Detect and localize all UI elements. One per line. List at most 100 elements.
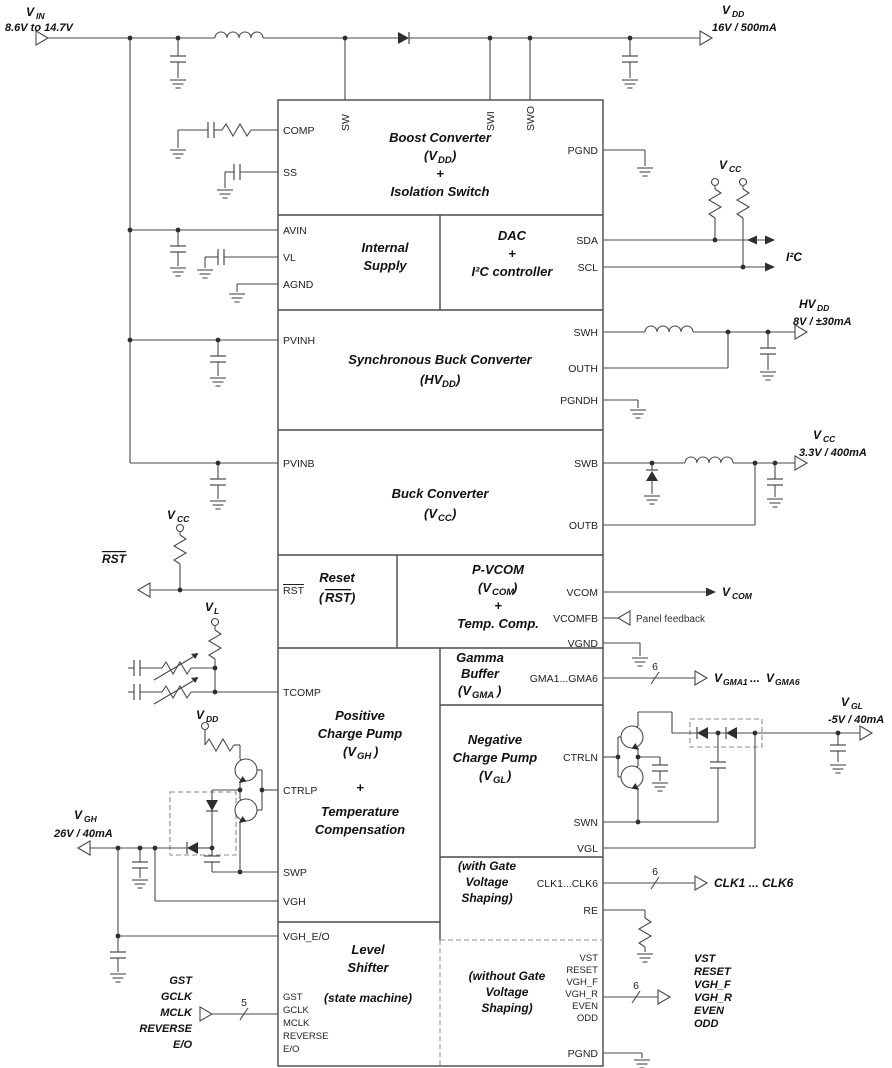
gate-in-bus-count: 5 — [241, 997, 247, 1009]
svg-text:DD: DD — [438, 155, 452, 166]
svg-text:GMA6: GMA6 — [775, 677, 800, 687]
pin-vgh-r: VGH_R — [565, 989, 598, 1000]
svg-text:GH: GH — [84, 814, 98, 824]
gate-in-reverse: REVERSE — [139, 1023, 192, 1035]
svg-text:DD: DD — [817, 303, 829, 313]
svg-text:CC: CC — [823, 434, 836, 444]
vgh-rating: 26V / 40mA — [53, 828, 113, 840]
svg-text:Temp. Comp.: Temp. Comp. — [457, 616, 539, 631]
vcc-terminal-scl — [738, 177, 748, 187]
svg-text:Temperature: Temperature — [321, 804, 399, 819]
svg-text:(V: (V — [479, 768, 493, 783]
block-sync-buck: Synchronous Buck Converter (HV DD ) — [348, 352, 532, 390]
pin-eo: E/O — [283, 1044, 299, 1055]
diode-package-dashed-boxes — [169, 718, 763, 856]
junction-dots — [115, 35, 841, 939]
block-internal-supply: Internal Supply — [362, 240, 409, 273]
svg-text:Isolation Switch: Isolation Switch — [391, 184, 490, 199]
vdd-rating: 16V / 500mA — [712, 22, 777, 34]
block-pvcom: P-VCOM (V COM ) + Temp. Comp. — [457, 562, 539, 631]
pin-ctrlp: CTRLP — [283, 785, 317, 797]
gate-in-mclk: MCLK — [160, 1007, 193, 1019]
svg-text:GL: GL — [493, 775, 506, 786]
gamma-bus-arrow — [694, 670, 708, 686]
vgl-label: V — [841, 695, 850, 709]
vcc-i2c-label: V — [719, 158, 728, 172]
svg-text:(V: (V — [424, 148, 438, 163]
block-reset: Reset ( RST ) — [319, 570, 355, 605]
vl-terminal — [210, 617, 220, 627]
svg-text:Shaping): Shaping) — [461, 891, 512, 905]
pin-pvinh: PVINH — [283, 335, 315, 347]
gate-out-vgh-f: VGH_F — [694, 979, 731, 991]
block-boost: Boost Converter (V DD ) + Isolation Swit… — [389, 130, 492, 199]
block-negative-charge-pump: Negative Charge Pump (V GL ) — [453, 732, 538, 786]
ic-outline — [277, 99, 604, 1067]
vin-range: 8.6V to 14.7V — [5, 22, 75, 34]
gate-out-vgh-r: VGH_R — [694, 992, 732, 1004]
svg-text:Internal: Internal — [362, 240, 409, 255]
svg-text:+: + — [494, 598, 502, 613]
svg-text:CC: CC — [177, 514, 190, 524]
svg-text:V: V — [766, 671, 775, 685]
svg-text:Charge Pump: Charge Pump — [453, 750, 538, 765]
svg-text:DAC: DAC — [498, 228, 527, 243]
pin-vgh-eo: VGH_E/O — [283, 931, 330, 943]
gate-out-odd: ODD — [694, 1018, 719, 1030]
gamma-bus-count: 6 — [652, 661, 658, 673]
neg-pump-transistor-2 — [620, 765, 644, 789]
pin-rst: RST — [283, 585, 305, 597]
neg-pump-diode1-icon — [696, 726, 709, 740]
svg-text:Synchronous Buck Converter: Synchronous Buck Converter — [348, 352, 532, 367]
gate-out-bus-count: 6 — [633, 980, 639, 992]
arrows — [35, 30, 873, 1022]
svg-text:DD: DD — [442, 379, 456, 390]
pin-swp: SWP — [283, 867, 307, 879]
block-dac-i2c: DAC + I²C controller — [472, 228, 554, 279]
vcc-rst-label: V — [167, 508, 176, 522]
sda-arrow-left — [747, 235, 757, 245]
svg-text:(state machine): (state machine) — [324, 991, 412, 1005]
pin-comp: COMP — [283, 125, 315, 137]
gate-out-bus-arrow — [657, 989, 671, 1005]
pin-reset: RESET — [566, 965, 598, 976]
boost-diode-icon — [397, 31, 410, 45]
re-resistor — [638, 917, 652, 948]
svg-text:Compensation: Compensation — [315, 822, 405, 837]
svg-text:Buck Converter: Buck Converter — [392, 486, 490, 501]
i2c-label: I²C — [786, 250, 802, 264]
svg-text:Charge Pump: Charge Pump — [318, 726, 403, 741]
clk-bus-count: 6 — [652, 866, 658, 878]
thermistor-arrow-1 — [191, 653, 198, 659]
pin-even: EVEN — [572, 1001, 598, 1012]
svg-text:): ) — [372, 744, 378, 759]
hvdd-inductor — [644, 325, 694, 333]
svg-text:(without Gate: (without Gate — [469, 969, 546, 983]
vcc-terminal-sda — [710, 177, 720, 187]
svg-text:+: + — [508, 246, 516, 261]
vgl-output-arrow — [859, 725, 873, 741]
rst-pullup-resistor — [173, 534, 187, 565]
block-positive-charge-pump: Positive Charge Pump (V GH ) + Temperatu… — [315, 708, 405, 837]
external-labels: V IN 8.6V to 14.7V V DD 16V / 500mA V CC… — [5, 3, 884, 1051]
diodes — [186, 31, 738, 855]
positive-pump-diode-box — [169, 791, 237, 856]
svg-text:Supply: Supply — [363, 258, 407, 273]
svg-text:(V: (V — [458, 683, 472, 698]
gate-in-gst: GST — [169, 975, 193, 987]
svg-text:Reset: Reset — [319, 570, 355, 585]
pin-agnd: AGND — [283, 279, 314, 291]
gate-out-reset: RESET — [694, 966, 732, 978]
pin-pvinb: PVINB — [283, 458, 315, 470]
sda-arrow-right — [765, 235, 775, 245]
svg-text:): ) — [454, 372, 460, 387]
inductors — [214, 31, 734, 464]
pin-clk: CLK1...CLK6 — [537, 878, 598, 890]
svg-text:): ) — [349, 590, 355, 605]
vgh-label: V — [74, 808, 83, 822]
pin-vst: VST — [580, 953, 599, 964]
pin-sw: SW — [340, 114, 352, 131]
gate-in-eo: E/O — [173, 1039, 192, 1051]
